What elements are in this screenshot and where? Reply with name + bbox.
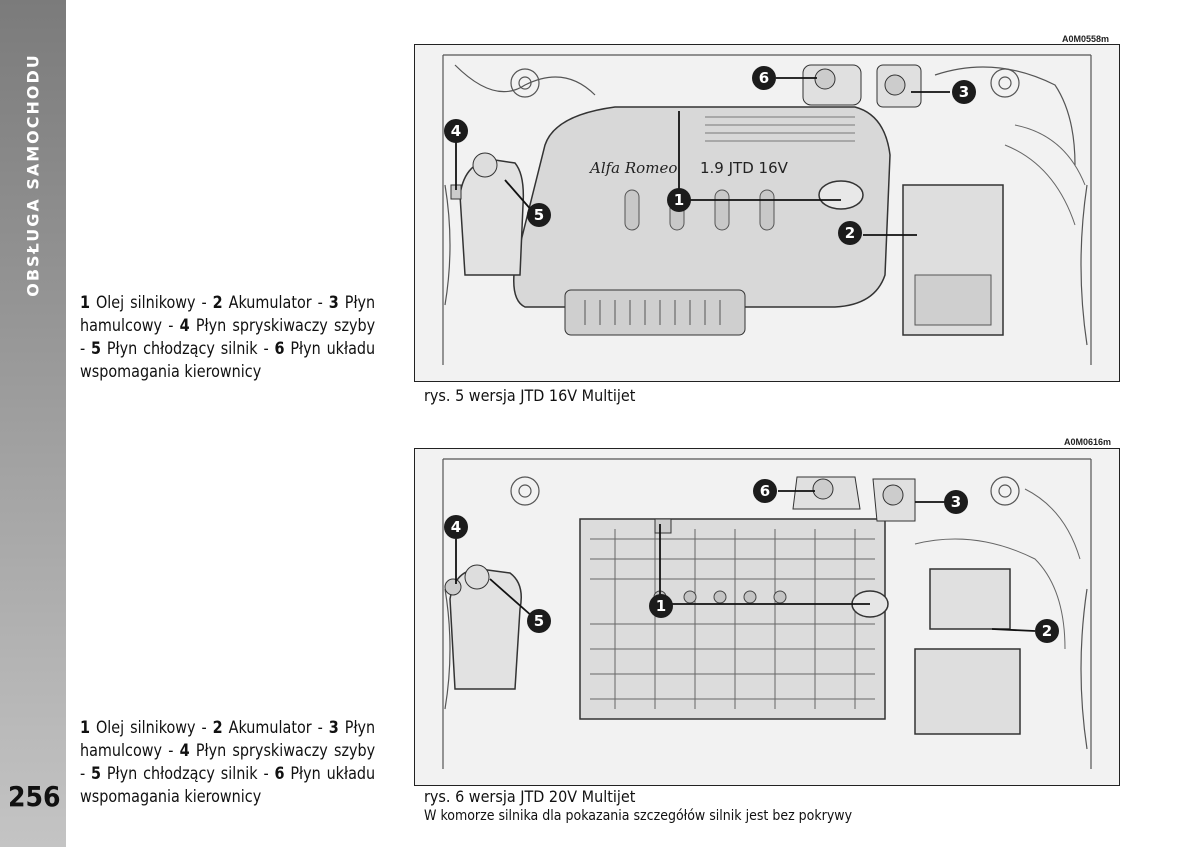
svg-text:3: 3 xyxy=(959,83,969,101)
callout-6: 6 xyxy=(753,479,777,503)
figure-code: A0M0616m xyxy=(1064,437,1112,447)
legend-num: 2 xyxy=(212,718,223,738)
callout-3: 3 xyxy=(952,80,976,104)
svg-text:5: 5 xyxy=(534,206,544,224)
callout-2: 2 xyxy=(838,221,862,245)
svg-text:2: 2 xyxy=(845,224,855,242)
svg-text:4: 4 xyxy=(451,518,461,536)
engine-illustration: Alfa Romeo 1.9 JTD 16V xyxy=(415,45,1119,381)
cover-model-text: 1.9 JTD 16V xyxy=(700,159,789,177)
legend-text: Płyn chłodzący silnik - xyxy=(101,339,275,359)
legend-num: 5 xyxy=(91,764,102,784)
callout-3: 3 xyxy=(944,490,968,514)
legend-num: 3 xyxy=(328,718,339,738)
legend-text: Płyn hamulcowy - xyxy=(80,718,376,761)
legend-num: 3 xyxy=(328,293,339,313)
legend-text: Płyn spryskiwaczy szyby - xyxy=(80,741,376,784)
callout-4: 4 xyxy=(444,119,468,143)
cover-brand-text: Alfa Romeo xyxy=(588,159,677,177)
engine-figure-jtd20v: 1 2 3 4 5 6 xyxy=(414,448,1120,786)
svg-text:3: 3 xyxy=(951,493,961,511)
svg-text:6: 6 xyxy=(759,69,769,87)
legend-figure-5: 1 Olej silnikowy - 2 Akumulator - 3 Płyn… xyxy=(80,292,375,384)
legend-text: Płyn układu wspomagania kierownicy xyxy=(80,764,376,807)
legend-text: Akumulator - xyxy=(222,718,329,738)
figure-caption: rys. 5 wersja JTD 16V Multijet xyxy=(424,386,636,405)
figure-code: A0M0558m xyxy=(1062,34,1110,44)
legend-num: 1 xyxy=(80,293,91,313)
engine-figure-jtd16v: Alfa Romeo 1.9 JTD 16V xyxy=(414,44,1120,382)
page-number: 256 xyxy=(8,780,61,813)
legend-text: Płyn hamulcowy - xyxy=(80,293,376,336)
callout-1: 1 xyxy=(649,594,673,618)
legend-num: 4 xyxy=(179,741,190,761)
legend-text: Akumulator - xyxy=(222,293,329,313)
legend-num: 6 xyxy=(274,339,285,359)
legend-num: 5 xyxy=(91,339,102,359)
callout-5: 5 xyxy=(527,609,551,633)
sidebar-band: OBSŁUGA SAMOCHODU 256 xyxy=(0,0,66,847)
svg-text:2: 2 xyxy=(1042,622,1052,640)
svg-text:4: 4 xyxy=(451,122,461,140)
svg-text:6: 6 xyxy=(760,482,770,500)
callout-5: 5 xyxy=(527,203,551,227)
svg-text:5: 5 xyxy=(534,612,544,630)
callout-1: 1 xyxy=(667,188,691,212)
legend-text: Olej silnikowy - xyxy=(90,718,213,738)
legend-text: Płyn układu wspomagania kierownicy xyxy=(80,339,376,382)
legend-figure-6: 1 Olej silnikowy - 2 Akumulator - 3 Płyn… xyxy=(80,717,375,809)
figure-caption: rys. 6 wersja JTD 20V Multijet xyxy=(424,787,636,806)
legend-text: Płyn chłodzący silnik - xyxy=(101,764,275,784)
legend-num: 4 xyxy=(179,316,190,336)
engine-illustration: 1 2 3 4 5 6 xyxy=(415,449,1119,785)
legend-num: 6 xyxy=(274,764,285,784)
legend-text: Olej silnikowy - xyxy=(90,293,213,313)
svg-text:1: 1 xyxy=(656,597,666,615)
callout-2: 2 xyxy=(1035,619,1059,643)
legend-num: 2 xyxy=(212,293,223,313)
section-title: OBSŁUGA SAMOCHODU xyxy=(23,53,43,297)
svg-text:1: 1 xyxy=(674,191,684,209)
callout-6: 6 xyxy=(752,66,776,90)
legend-num: 1 xyxy=(80,718,91,738)
figure-note: W komorze silnika dla pokazania szczegół… xyxy=(424,808,853,824)
callout-4: 4 xyxy=(444,515,468,539)
legend-text: Płyn spryskiwaczy szyby - xyxy=(80,316,376,359)
